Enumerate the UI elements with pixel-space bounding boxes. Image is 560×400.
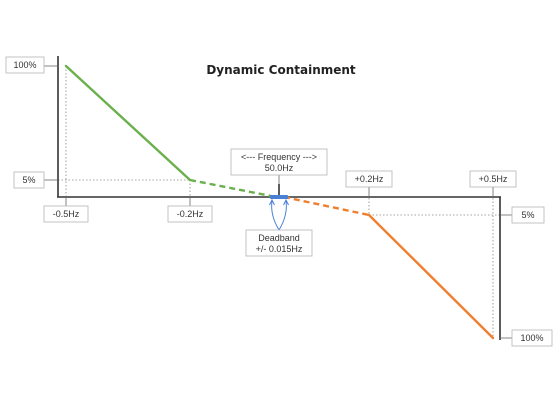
- low-frequency-response-line: [64, 64, 192, 182]
- deadband-label-box: Deadband +/- 0.015Hz: [245, 229, 313, 257]
- x-label-neg-05-text: -0.5Hz: [53, 209, 80, 219]
- y-label-left-100: 100%: [5, 56, 45, 74]
- label-ticks: [44, 65, 512, 339]
- y-label-right-5-text: 5%: [521, 210, 534, 220]
- deadband-left-arrowhead: [269, 198, 275, 206]
- deadband-bar: [270, 195, 288, 199]
- y-label-left-5-text: 5%: [22, 175, 35, 185]
- x-label-pos-05-text: +0.5Hz: [479, 174, 508, 184]
- deadband-left-arrow: [271, 200, 280, 231]
- guide-lines: [58, 66, 500, 338]
- y-label-left-5: 5%: [13, 171, 45, 189]
- x-label-pos-02: +0.2Hz: [345, 170, 393, 188]
- high-frequency-response-line: [367, 213, 495, 340]
- frequency-label-box: <--- Frequency ---> 50.0Hz: [230, 148, 328, 176]
- deadband-right-arrowhead: [283, 198, 289, 206]
- x-label-neg-02-text: -0.2Hz: [177, 209, 204, 219]
- frequency-label-line1: <--- Frequency --->: [241, 152, 317, 162]
- frequency-label-line2: 50.0Hz: [265, 163, 294, 173]
- deadband-label-line1: Deadband: [258, 233, 300, 243]
- high-frequency-response-dashed-line: [283, 195, 370, 217]
- diagram-title: Dynamic Containment: [206, 63, 356, 77]
- x-label-neg-02: -0.2Hz: [167, 205, 213, 223]
- x-label-pos-02-text: +0.2Hz: [355, 174, 384, 184]
- deadband-right-arrow: [278, 200, 287, 231]
- response-curves: [64, 64, 495, 340]
- x-label-pos-05: +0.5Hz: [469, 170, 517, 188]
- low-frequency-response-dashed-line: [189, 178, 277, 199]
- y-label-right-100: 100%: [511, 329, 553, 347]
- x-label-neg-05: -0.5Hz: [43, 205, 89, 223]
- deadband-label-line2: +/- 0.015Hz: [256, 244, 303, 254]
- y-label-right-100-text: 100%: [520, 333, 543, 343]
- y-label-left-100-text: 100%: [13, 60, 36, 70]
- deadband-arrows: [269, 198, 289, 231]
- y-label-right-5: 5%: [511, 206, 545, 224]
